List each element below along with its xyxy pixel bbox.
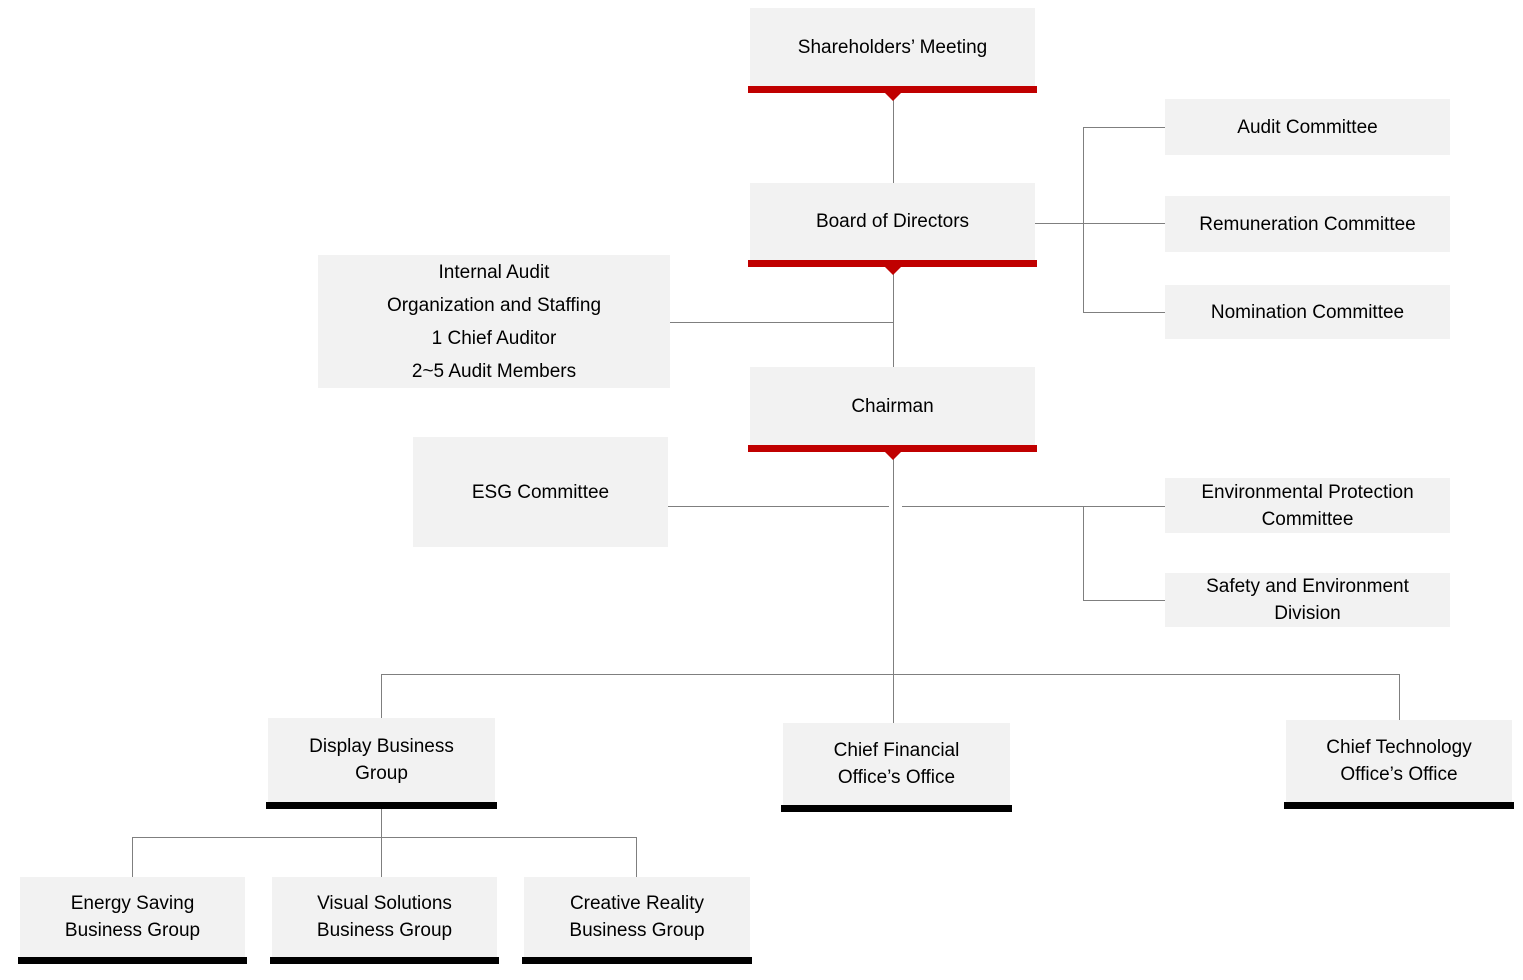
node-label-line2: Organization and Staffing <box>386 294 602 316</box>
node-label: Board of Directors <box>815 211 970 232</box>
node-visual-solutions-business-group: Visual Solutions Business Group <box>270 877 499 964</box>
node-label-line2: Business Group <box>569 920 705 941</box>
connector-creative-drop <box>636 837 637 877</box>
node-label-line1: Internal Audit <box>438 261 550 283</box>
connector-shareholders-board <box>893 92 894 183</box>
node-chief-technology-office: Chief Technology Office’s Office <box>1284 720 1514 809</box>
node-label-line2: Group <box>355 763 408 784</box>
node-chairman: Chairman <box>748 367 1037 452</box>
node-label-line2: Business Group <box>64 920 201 941</box>
connector-cto-drop <box>1399 674 1400 720</box>
connector-bottom-trunk <box>381 674 1399 675</box>
node-shareholders-meeting: Shareholders’ Meeting <box>748 8 1037 93</box>
node-label-line1: Energy Saving <box>70 893 195 914</box>
node-label: Shareholders’ Meeting <box>797 36 988 58</box>
node-audit-committee: Audit Committee <box>1165 99 1450 155</box>
connector-display-children-trunk <box>381 809 382 877</box>
node-remuneration-committee: Remuneration Committee <box>1165 196 1450 252</box>
connector-esg-env <box>902 506 1165 507</box>
connector-committee-trunk <box>1083 127 1084 312</box>
connector-chairman-trunk <box>893 452 894 723</box>
node-label-line4: 2~5 Audit Members <box>411 360 577 382</box>
node-label-line1: Display Business <box>309 736 454 757</box>
node-safety-environment-division: Safety and Environment Division <box>1165 573 1450 627</box>
connector-energy-drop <box>132 837 133 877</box>
node-label-line1: Safety and Environment <box>1206 576 1409 597</box>
connector-display-drop <box>381 674 382 718</box>
connector-audit-committee <box>1083 127 1165 128</box>
connector-business-groups-trunk <box>132 837 636 838</box>
connector-board-chairman <box>893 266 894 367</box>
connector-esg-left <box>668 506 889 507</box>
connector-internal-audit <box>670 322 893 323</box>
node-internal-audit: Internal Audit Organization and Staffing… <box>318 255 670 388</box>
node-environmental-protection-committee: Environmental Protection Committee <box>1165 478 1450 533</box>
node-label-line1: Chief Technology <box>1326 737 1472 758</box>
node-creative-reality-business-group: Creative Reality Business Group <box>522 877 752 964</box>
connector-safety-division <box>1083 600 1165 601</box>
node-label-line2: Division <box>1274 603 1341 624</box>
node-board-of-directors: Board of Directors <box>748 183 1037 267</box>
node-label-line1: Visual Solutions <box>317 893 452 914</box>
node-label: Chairman <box>851 395 934 417</box>
node-label-line1: Chief Financial <box>833 740 960 761</box>
node-label-line2: Office’s Office <box>1340 764 1458 785</box>
node-energy-saving-business-group: Energy Saving Business Group <box>18 877 247 964</box>
node-nomination-committee: Nomination Committee <box>1165 285 1450 339</box>
node-label-line3: 1 Chief Auditor <box>431 327 557 349</box>
node-display-business-group: Display Business Group <box>266 718 497 809</box>
node-label-line2: Office’s Office <box>837 767 956 788</box>
node-label: ESG Committee <box>471 481 610 503</box>
connector-env-trunk <box>1083 506 1084 600</box>
node-label-line1: Creative Reality <box>569 893 705 914</box>
connector-nomination-committee <box>1083 312 1165 313</box>
node-label-line2: Business Group <box>316 920 453 941</box>
node-esg-committee: ESG Committee <box>413 437 668 547</box>
node-label-line2: Committee <box>1261 508 1354 530</box>
node-label: Audit Committee <box>1237 116 1378 138</box>
node-label: Nomination Committee <box>1210 301 1405 323</box>
node-label: Remuneration Committee <box>1199 213 1416 235</box>
connector-board-remuneration <box>1035 223 1165 224</box>
node-chief-financial-office: Chief Financial Office’s Office <box>781 723 1012 812</box>
node-label-line1: Environmental Protection <box>1201 481 1414 503</box>
